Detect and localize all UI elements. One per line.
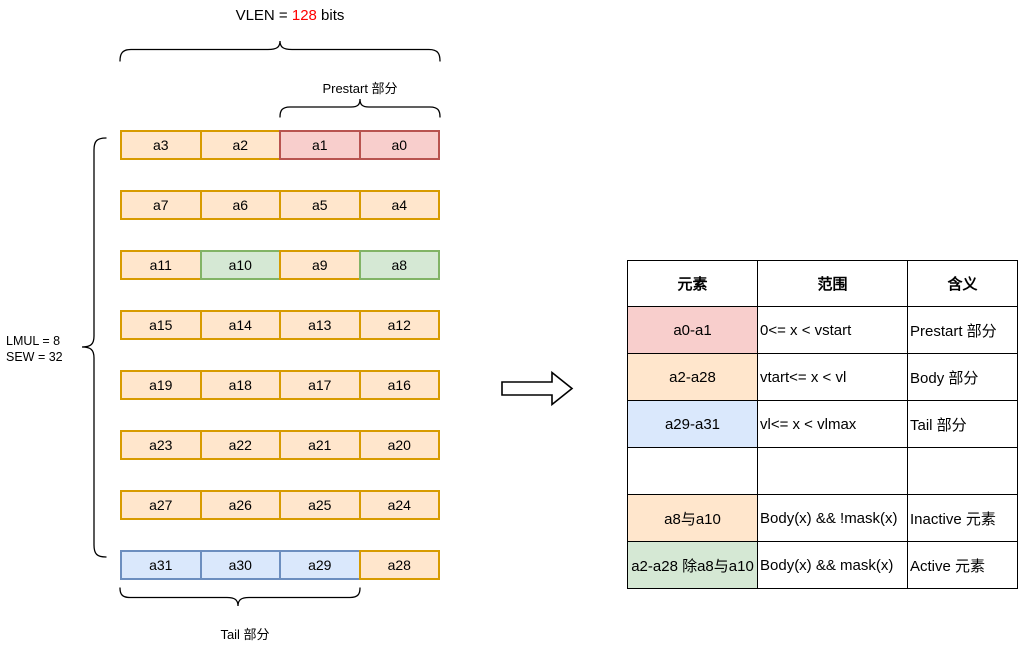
register-cell-a27: a27 (120, 490, 202, 520)
legend-meaning-cell: Tail 部分 (907, 400, 1018, 448)
legend-header-meaning: 含义 (907, 260, 1018, 307)
legend-element-cell: a2-a28 除a8与a10 (627, 541, 758, 589)
legend-row (627, 447, 1018, 495)
legend-meaning-cell: Prestart 部分 (907, 306, 1018, 354)
register-cell-a26: a26 (199, 490, 281, 520)
register-cell-a7: a7 (120, 190, 202, 220)
register-cell-a29: a29 (279, 550, 361, 580)
legend-meaning-cell: Inactive 元素 (907, 494, 1018, 542)
legend-range-cell: vtart<= x < vl (757, 353, 908, 401)
register-cell-a4: a4 (358, 190, 440, 220)
register-cell-a16: a16 (358, 370, 440, 400)
right-arrow-icon (501, 370, 574, 407)
legend-range-cell: vl<= x < vlmax (757, 400, 908, 448)
legend-range-cell: 0<= x < vstart (757, 306, 908, 354)
register-cell-a30: a30 (199, 550, 281, 580)
register-cell-a12: a12 (358, 310, 440, 340)
register-cell-a25: a25 (279, 490, 361, 520)
legend-element-cell: a0-a1 (627, 306, 758, 354)
register-cell-a19: a19 (120, 370, 202, 400)
register-cell-a14: a14 (199, 310, 281, 340)
register-cell-a0: a0 (358, 130, 440, 160)
register-cell-a1: a1 (279, 130, 361, 160)
legend-header-range: 范围 (757, 260, 908, 307)
register-cell-a18: a18 (199, 370, 281, 400)
register-cell-a20: a20 (358, 430, 440, 460)
vlen-value: 128 (291, 7, 317, 24)
register-cell-a9: a9 (279, 250, 361, 280)
register-cell-a10: a10 (199, 250, 281, 280)
sew-label: SEW = 32 (6, 349, 63, 364)
legend-element-cell: a29-a31 (627, 400, 758, 448)
register-cell-a3: a3 (120, 130, 202, 160)
lmul-sew-label: LMUL = 8 SEW = 32 (6, 334, 63, 365)
register-cell-a22: a22 (199, 430, 281, 460)
tail-label: Tail 部分 (220, 627, 270, 642)
vlen-label: VLEN = 128 bits (130, 7, 450, 24)
register-cell-a6: a6 (199, 190, 281, 220)
legend-element-cell: a2-a28 (627, 353, 758, 401)
legend-range-cell: Body(x) && mask(x) (757, 541, 908, 589)
legend-meaning-cell (907, 447, 1018, 495)
legend-meaning-cell: Body 部分 (907, 353, 1018, 401)
legend-range-cell: Body(x) && !mask(x) (757, 494, 908, 542)
register-cell-a8: a8 (358, 250, 440, 280)
prestart-brace (279, 98, 441, 118)
legend-range-cell (757, 447, 908, 495)
vlen-brace (119, 40, 441, 62)
register-cell-a13: a13 (279, 310, 361, 340)
lmul-brace (81, 137, 107, 558)
register-cell-a31: a31 (120, 550, 202, 580)
register-cell-a23: a23 (120, 430, 202, 460)
vlen-suffix: bits (316, 7, 345, 24)
register-cell-a17: a17 (279, 370, 361, 400)
vlen-prefix: VLEN = (235, 7, 292, 24)
register-cell-a24: a24 (358, 490, 440, 520)
prestart-label: Prestart 部分 (322, 81, 398, 96)
register-cell-a11: a11 (120, 250, 202, 280)
legend-header-row: 元素 范围 含义 (627, 260, 1018, 307)
legend-meaning-cell: Active 元素 (907, 541, 1018, 589)
legend-header-element: 元素 (627, 260, 758, 307)
register-cell-a2: a2 (199, 130, 281, 160)
tail-brace (119, 587, 361, 607)
register-cell-a15: a15 (120, 310, 202, 340)
register-cell-a5: a5 (279, 190, 361, 220)
register-cell-a21: a21 (279, 430, 361, 460)
legend-element-cell: a8与a10 (627, 494, 758, 542)
lmul-label: LMUL = 8 (6, 334, 61, 348)
register-cell-a28: a28 (358, 550, 440, 580)
legend-element-cell (627, 447, 758, 495)
